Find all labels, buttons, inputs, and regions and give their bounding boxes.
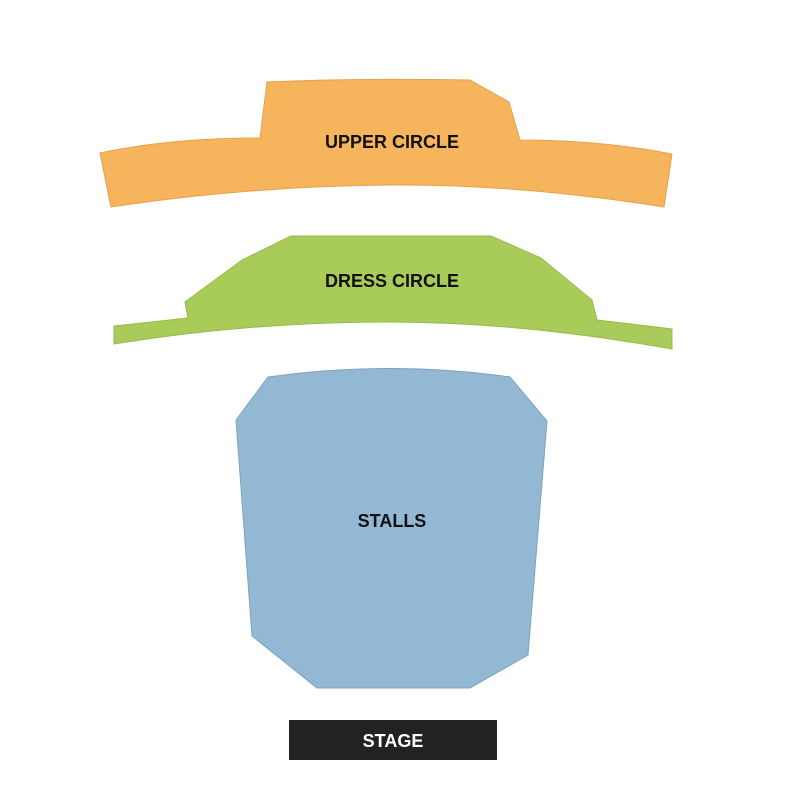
stage: STAGE: [289, 720, 497, 760]
section-stalls[interactable]: STALLS: [235, 368, 548, 689]
section-dress-circle[interactable]: DRESS CIRCLE: [113, 235, 673, 350]
section-upper-circle[interactable]: UPPER CIRCLE: [99, 78, 673, 208]
stalls-shape[interactable]: [235, 368, 548, 689]
stage-block: [289, 720, 497, 760]
dress-circle-shape[interactable]: [113, 235, 673, 350]
upper-circle-shape[interactable]: [99, 78, 673, 208]
